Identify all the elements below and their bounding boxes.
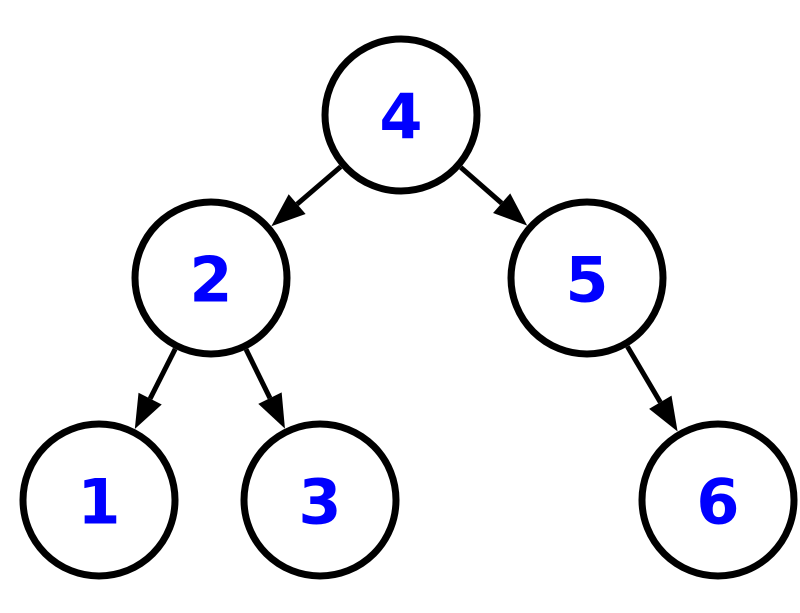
node-circle[interactable] (507, 198, 667, 358)
edges-layer (134, 164, 678, 432)
node-circle[interactable] (131, 198, 291, 358)
tree-edge (625, 345, 678, 432)
tree-edge (134, 347, 178, 430)
edge-arrowhead-icon (134, 392, 162, 430)
tree-node-2[interactable]: 2 (131, 198, 291, 358)
tree-edge (459, 165, 528, 226)
tree-node-1[interactable]: 1 (19, 420, 179, 580)
nodes-layer: 4 2 5 1 3 6 (19, 35, 798, 580)
tree-node-4[interactable]: 4 (321, 35, 481, 195)
tree-node-5[interactable]: 5 (507, 198, 667, 358)
edge-arrowhead-icon (649, 395, 678, 432)
node-circle[interactable] (240, 420, 400, 580)
node-label: 6 (696, 466, 739, 539)
tree-node-3[interactable]: 3 (240, 420, 400, 580)
node-circle[interactable] (19, 420, 179, 580)
node-circle[interactable] (321, 35, 481, 195)
node-label: 1 (77, 466, 120, 539)
node-label: 2 (189, 244, 232, 317)
tree-edge (271, 164, 343, 227)
node-label: 4 (379, 81, 422, 154)
node-label: 3 (298, 466, 341, 539)
edge-arrowhead-icon (271, 194, 306, 227)
node-circle[interactable] (638, 420, 798, 580)
edge-arrowhead-icon (258, 392, 285, 429)
node-label: 5 (565, 244, 608, 317)
tree-edge (243, 348, 285, 429)
tree-node-6[interactable]: 6 (638, 420, 798, 580)
edge-arrowhead-icon (493, 193, 528, 226)
